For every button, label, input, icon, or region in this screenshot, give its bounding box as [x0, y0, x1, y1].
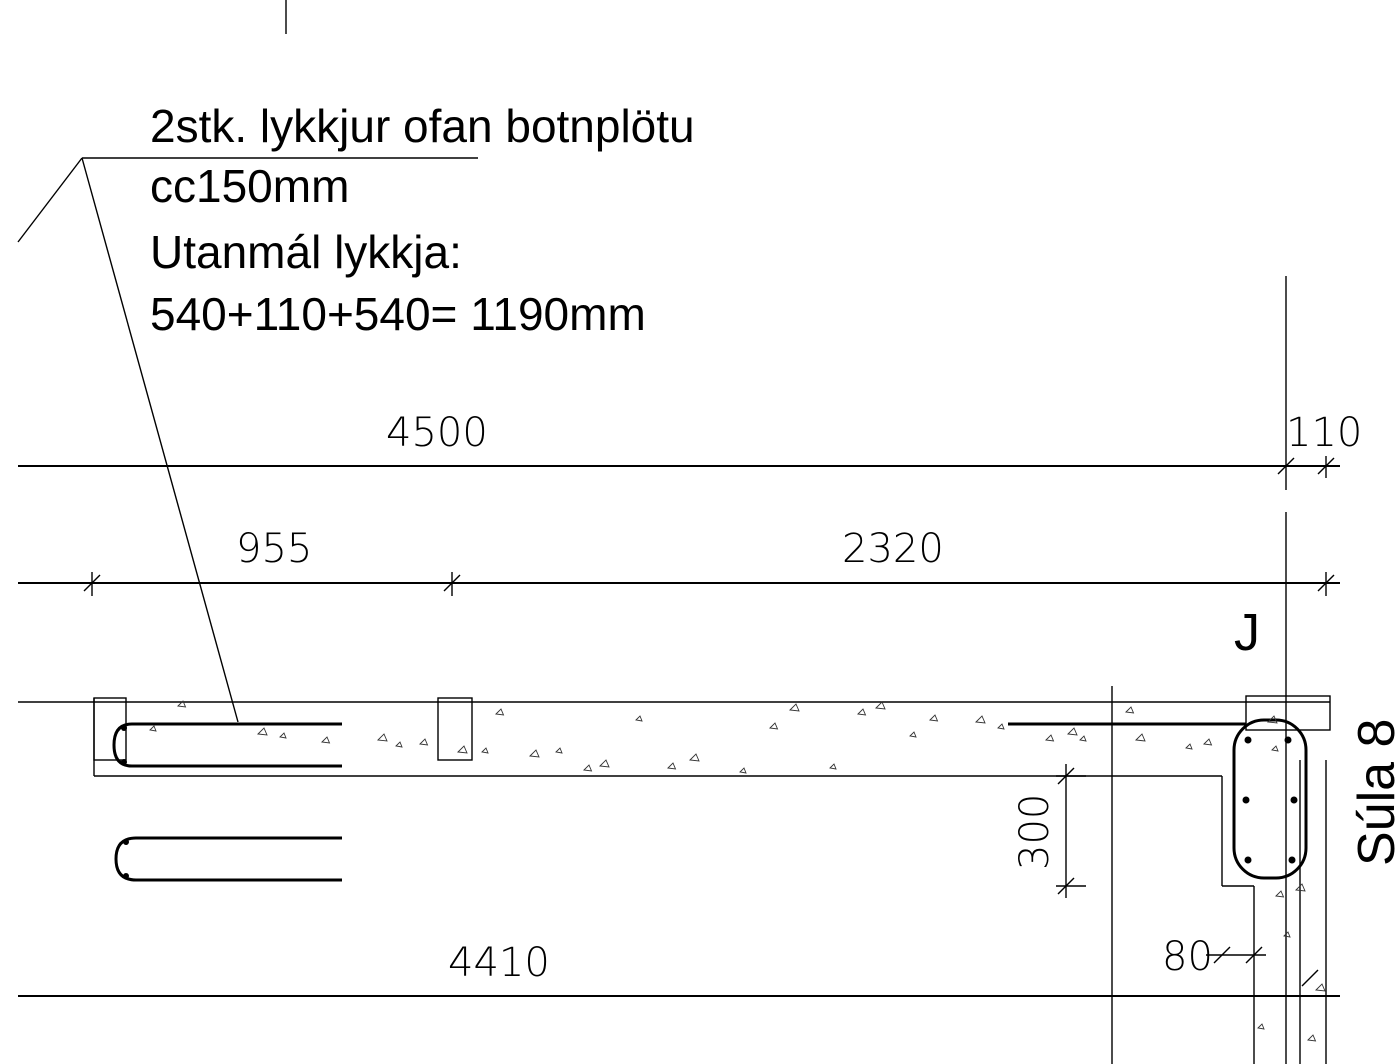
dim-80: 80 [1162, 934, 1213, 980]
slab-block [437, 697, 473, 761]
slab-section [18, 686, 1331, 1064]
column-label: Súla 8 [1348, 719, 1398, 866]
aggregate-mark [1315, 983, 1326, 992]
concrete-hatch [149, 700, 1326, 1042]
note-line-3: Utanmál lykkja: [150, 226, 462, 278]
aggregate-mark [875, 701, 886, 710]
aggregate-mark [419, 738, 429, 746]
aggregate-mark [1275, 890, 1285, 898]
aggregate-mark [689, 753, 700, 762]
aggregate-mark [1135, 733, 1146, 742]
aggregate-mark [457, 745, 468, 754]
aggregate-mark [829, 763, 837, 770]
aggregate-mark [857, 708, 867, 716]
dim-955: 955 [236, 526, 312, 572]
dim-4500: 4500 [386, 410, 488, 456]
dimension-line-top: 4500 110 [18, 276, 1362, 490]
note-leader [17, 157, 478, 723]
note-line-1: 2stk. lykkjur ofan botnplötu [150, 100, 695, 152]
aggregate-mark [1307, 1034, 1317, 1042]
dim-110: 110 [1286, 410, 1362, 456]
aggregate-mark [599, 759, 610, 768]
aggregate-mark [583, 764, 593, 772]
aggregate-mark [635, 715, 643, 722]
dimension-line-middle: 955 2320 [18, 512, 1340, 1064]
aggregate-mark [1079, 735, 1087, 742]
dimension-small: 80 [1162, 934, 1266, 980]
aggregate-mark [667, 762, 677, 770]
dim-300: 300 [1012, 794, 1058, 870]
aggregate-mark [769, 722, 779, 730]
gridline-label-j: J [1234, 604, 1260, 662]
aggregate-mark [279, 732, 287, 739]
aggregate-mark [481, 747, 489, 754]
dim-2320: 2320 [842, 526, 944, 572]
aggregate-mark [975, 715, 986, 724]
aggregate-mark [1125, 706, 1135, 714]
aggregate-mark [1185, 743, 1193, 750]
aggregate-mark [377, 733, 388, 742]
aggregate-mark [1045, 734, 1055, 742]
aggregate-mark [1203, 738, 1213, 746]
dim-4410: 4410 [448, 940, 550, 986]
aggregate-mark [1257, 1023, 1265, 1030]
aggregate-mark [1283, 931, 1291, 938]
dimension-vertical: 300 [1012, 764, 1086, 898]
aggregate-mark [177, 700, 187, 708]
aggregate-mark [739, 767, 747, 774]
column-stirrup [1232, 718, 1308, 880]
aggregate-mark [1067, 727, 1078, 736]
aggregate-mark [1271, 745, 1279, 752]
aggregate-mark [257, 727, 268, 736]
rebar-loop-detail [114, 836, 342, 882]
aggregate-mark [555, 747, 563, 754]
aggregate-mark [1267, 715, 1278, 724]
aggregate-mark [495, 708, 505, 716]
note-line-4: 540+110+540= 1190mm [150, 288, 646, 340]
aggregate-mark [1295, 883, 1306, 892]
note-line-2: cc150mm [150, 160, 349, 212]
aggregate-mark [149, 725, 157, 732]
aggregate-mark [529, 749, 540, 758]
aggregate-mark [929, 714, 939, 722]
rebar-loop-in-slab [112, 722, 342, 768]
rebar-note: 2stk. lykkjur ofan botnplötu cc150mm Uta… [150, 100, 695, 340]
aggregate-mark [997, 723, 1005, 730]
dimension-line-bottom: 4410 [18, 940, 1340, 997]
aggregate-mark [789, 703, 800, 712]
aggregate-mark [321, 736, 331, 744]
aggregate-mark [395, 741, 403, 748]
aggregate-mark [909, 731, 917, 738]
